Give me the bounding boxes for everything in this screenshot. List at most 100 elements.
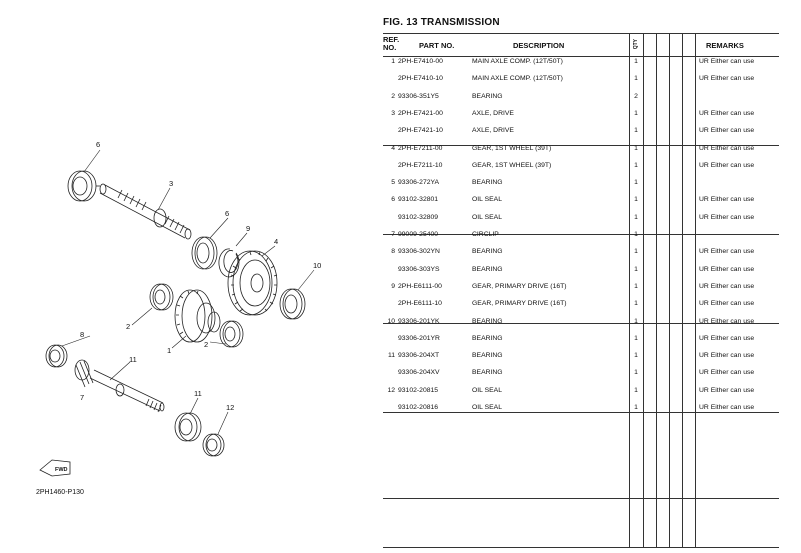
cell-qty: 1 [634,213,638,221]
callout-label: 2 [204,340,208,349]
cell-qty: 1 [634,386,638,394]
table-border-top [383,33,779,34]
exploded-diagram: 6 3 6 9 4 10 2 1 2 8 11 11 12 7 FWD 2PH1… [36,140,321,496]
cell-ref-no: 9 [391,282,395,290]
column-divider [682,33,683,548]
callout-label: 6 [225,209,229,218]
cell-part-no: 93102-20816 [398,404,439,411]
cell-part-no: 93306-351Y5 [398,92,439,100]
cell-ref-no: 4 [391,144,395,152]
cell-qty: 1 [634,369,638,377]
group-divider [383,323,779,324]
part-3-drive-axle [99,183,192,240]
cell-remarks: UR Either can use [699,386,755,394]
cell-description: OIL SEAL [472,196,502,204]
cell-remarks: UR Either can use [699,75,755,83]
cell-remarks: UR Either can use [699,248,755,256]
cell-qty: 1 [634,317,638,325]
cell-ref-no: 2 [391,92,395,100]
callout-label: 11 [194,389,202,398]
part-9-primary-drive-gear [74,359,165,413]
drawing-code: 2PH1460-P130 [36,489,84,496]
cell-description: MAIN AXLE COMP. (12T/50T) [472,75,563,83]
cell-ref-no: 11 [387,352,395,360]
cell-part-no: 2PH-E6111-10 [398,300,442,308]
cell-description: BEARING [472,92,503,100]
cell-part-no: 93102-20815 [398,386,439,394]
cell-qty: 2 [634,92,638,100]
cell-description: GEAR, PRIMARY DRIVE (16T) [472,300,567,308]
cell-qty: 1 [634,300,638,308]
cell-description: BEARING [472,317,503,325]
cell-remarks: UR Either can use [699,334,755,342]
cell-remarks: UR Either can use [699,58,755,65]
cell-remarks: UR Either can use [699,144,755,152]
cell-qty: 1 [634,334,638,342]
cell-qty: 1 [634,144,638,152]
part-4-gear-1st-wheel [227,250,278,316]
cell-remarks: UR Either can use [699,265,755,273]
cell-description: GEAR, PRIMARY DRIVE (16T) [472,282,567,290]
cell-description: GEAR, 1ST WHEEL (39T) [472,144,552,152]
callout-labels: 6 3 6 9 4 10 2 1 2 8 11 11 12 7 FWD 2PH1… [36,140,321,496]
cell-qty: 1 [634,196,638,204]
cell-part-no: 93306-204XT [398,352,440,360]
cell-remarks: UR Either can use [699,196,755,204]
group-divider [383,412,779,413]
cell-description: MAIN AXLE COMP. (12T/50T) [472,58,563,65]
group-divider [383,498,779,499]
cell-remarks: UR Either can use [699,282,755,290]
fwd-label: FWD [55,467,68,473]
part-6-oil-seal [191,236,218,270]
cell-description: BEARING [472,179,503,187]
cell-qty: 1 [634,231,638,238]
cell-ref-no: 1 [391,58,395,65]
leader-lines [61,149,315,435]
group-divider [383,145,779,146]
cell-description: CIRCLIP [472,231,499,238]
cell-description: BEARING [472,369,503,377]
header-description: DESCRIPTION [513,41,565,50]
cell-description: GEAR, 1ST WHEEL (39T) [472,161,552,169]
cell-ref-no: 6 [391,196,395,204]
cell-part-no: 93102-32809 [398,213,439,221]
callout-label: 7 [80,393,84,402]
cell-description: OIL SEAL [472,386,502,394]
part-8-bearing [279,288,306,320]
cell-remarks: UR Either can use [699,109,755,117]
column-divider [643,33,644,548]
column-divider [629,33,630,548]
cell-ref-no: 12 [387,386,395,394]
part-11-bearing [174,412,202,442]
part-2-bearing-left [149,283,174,311]
cell-description: OIL SEAL [472,404,502,411]
cell-part-no: 93306-204XV [398,369,440,377]
figure-title: FIG. 13 TRANSMISSION [383,17,500,28]
callout-label: 11 [129,355,137,364]
cell-qty: 1 [634,404,638,411]
cell-qty: 1 [634,58,638,65]
part-10-bearing [45,344,68,368]
header-ref-no: REF. NO. [383,35,400,52]
cell-part-no: 99009-25400 [398,231,439,238]
cell-qty: 1 [634,179,638,187]
header-remarks: REMARKS [706,41,744,50]
callout-label: 8 [80,330,84,339]
callout-label: 2 [126,322,130,331]
cell-part-no: 93306-302YN [398,248,440,256]
cell-description: OIL SEAL [472,213,502,221]
callout-label: 12 [226,403,234,412]
cell-description: BEARING [472,248,503,256]
cell-remarks: UR Either can use [699,404,755,411]
cell-part-no: 2PH-E7410-00 [398,58,443,65]
cell-part-no: 2PH-E7421-10 [398,127,443,135]
cell-description: BEARING [472,334,503,342]
cell-part-no: 2PH-E7211-10 [398,161,443,169]
part-2-bearing-right [219,320,244,348]
cell-qty: 1 [634,75,638,83]
cell-qty: 1 [634,161,638,169]
cell-remarks: UR Either can use [699,213,755,221]
callout-label: 4 [274,237,278,246]
part-5-bearing [67,170,100,202]
cell-part-no: 93102-32801 [398,196,439,204]
